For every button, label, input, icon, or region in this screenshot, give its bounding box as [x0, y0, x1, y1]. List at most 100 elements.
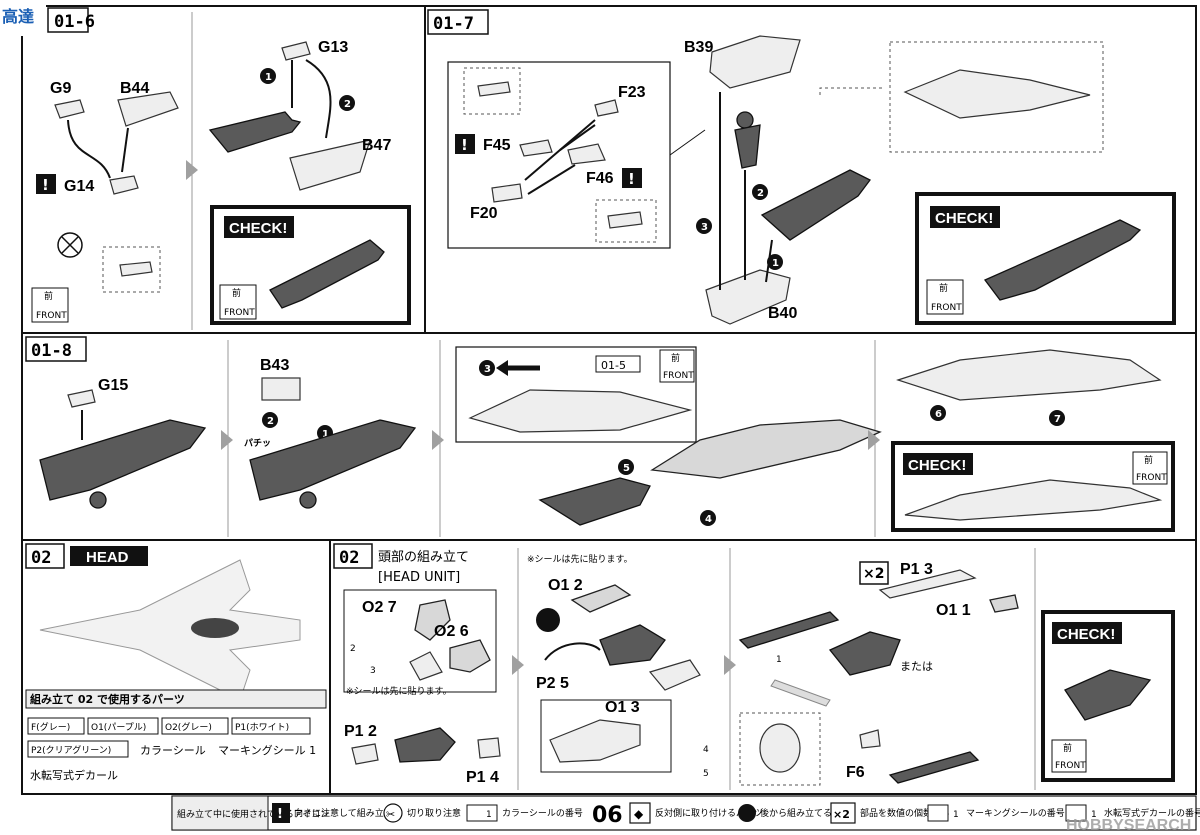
step-label-02: 02 — [25, 543, 65, 569]
detail-frame — [343, 589, 497, 693]
step-label-01-6: 01-6 — [47, 7, 95, 33]
part-head-assembly — [828, 631, 901, 676]
svg-text:!: ! — [628, 170, 635, 188]
part-f23 — [594, 99, 619, 117]
svg-text:2: 2 — [350, 644, 356, 654]
svg-text:×2: ×2 — [863, 566, 884, 582]
panel-01-6: G9 B44 ! G14 前 FRONT G13 1 2 B47 — [31, 39, 411, 325]
svg-text:HEAD: HEAD — [86, 549, 129, 566]
part-label-b39: B39 — [684, 39, 713, 56]
svg-text:02: 02 — [339, 548, 359, 568]
page-number: 06 — [592, 803, 623, 828]
front-indicator: 前 FRONT — [219, 284, 257, 320]
svg-text:3: 3 — [701, 222, 708, 233]
check-label: CHECK! — [1057, 626, 1115, 643]
step-chevron — [432, 430, 444, 450]
svg-text:1: 1 — [772, 258, 779, 269]
check-part — [983, 219, 1142, 301]
svg-text:前: 前 — [44, 290, 53, 302]
decal-label: 水転写式デカール — [30, 768, 118, 782]
detail-callout — [889, 41, 1104, 153]
part-fuselage — [650, 419, 882, 479]
part-b47 — [289, 139, 371, 191]
step-number-2 — [339, 95, 355, 111]
part-detail — [477, 81, 511, 97]
svg-text:5: 5 — [703, 769, 709, 779]
front-indicator: 前 FRONT — [926, 279, 964, 315]
part-b40 — [705, 269, 791, 325]
svg-text:O1(パープル): O1(パープル) — [91, 722, 146, 733]
svg-text:01-6: 01-6 — [54, 12, 95, 32]
part-label-o2-7: O2 7 — [362, 599, 397, 616]
legend-item-decal: 1 水転写式デカールの番号 — [1065, 804, 1200, 822]
part-detail-topview — [903, 69, 1091, 119]
svg-text:FRONT: FRONT — [1055, 761, 1086, 771]
svg-text:前: 前 — [1063, 742, 1072, 754]
icon-legend: 組み立て中に使用されているアイコン ! 向きに注意して組み立てる ✂ 切り取り注… — [171, 795, 1200, 831]
part-fuselage-upper — [896, 349, 1162, 401]
check-label: CHECK! — [935, 210, 993, 227]
svg-text:水転写式デカールの番号: 水転写式デカールの番号 — [1104, 807, 1200, 819]
step-label-02-head-unit: 02 頭部の組み立て [HEAD UNIT] — [333, 543, 469, 585]
step-number-6 — [930, 405, 946, 421]
svg-text:4: 4 — [705, 514, 712, 525]
part-b43 — [261, 377, 301, 401]
part-detail — [607, 211, 643, 229]
front-indicator: 前 FRONT — [659, 349, 695, 383]
part-p1-3 — [878, 569, 977, 599]
svg-text:7: 7 — [1054, 414, 1061, 425]
part-label-f20: F20 — [470, 205, 498, 222]
svg-text:O2(グレー): O2(グレー) — [165, 721, 212, 733]
part-label-f45: F45 — [483, 137, 511, 154]
svg-text:前: 前 — [232, 287, 241, 299]
check-part — [269, 239, 385, 309]
svg-text:マーキングシール 1: マーキングシール 1 — [218, 743, 316, 757]
assembly-arrow — [121, 127, 129, 173]
legend-item-build-later: 後から組み立てる — [738, 804, 832, 822]
part-assembly-grey — [249, 419, 417, 501]
check-label-bg — [903, 453, 973, 475]
detail-frame — [540, 699, 672, 773]
check-label: CHECK! — [908, 457, 966, 474]
svg-text:3: 3 — [484, 364, 491, 375]
part-nose-cone — [468, 389, 693, 433]
svg-text:P2(クリアグリーン): P2(クリアグリーン) — [31, 744, 111, 756]
part-p1-4 — [477, 737, 501, 759]
part-detail — [549, 719, 641, 763]
ref-step — [595, 355, 641, 373]
step-chevron — [512, 655, 524, 675]
svg-text:マーキングシールの番号: マーキングシールの番号 — [966, 807, 1065, 819]
detail-frame — [455, 346, 697, 443]
check-part — [904, 479, 1163, 521]
detail-callout — [463, 67, 521, 115]
step-chevron — [868, 430, 880, 450]
svg-text:×2: ×2 — [833, 808, 850, 821]
svg-text:✂: ✂ — [386, 808, 395, 821]
svg-text:5: 5 — [623, 463, 630, 474]
part-f45 — [519, 139, 553, 157]
svg-text:1: 1 — [486, 810, 492, 820]
detail-callout — [595, 199, 657, 243]
part-o2-6 — [449, 639, 491, 673]
part-label-b47: B47 — [362, 137, 391, 154]
svg-text:F(グレー): F(グレー) — [31, 721, 70, 733]
aircraft-topview — [39, 559, 301, 701]
panel-01-7: F23 ! F45 F46 ! F20 B39 2 3 1 B — [447, 35, 1176, 325]
part-label-p1-2: P1 2 — [344, 723, 377, 740]
part-o1-2 — [570, 584, 632, 613]
check-label-bg — [1052, 622, 1122, 644]
part-o1-1 — [989, 594, 1019, 613]
svg-text:FRONT: FRONT — [663, 371, 694, 381]
part-label-g15: G15 — [98, 377, 128, 394]
svg-text:1: 1 — [776, 655, 782, 665]
part-label-o1-1: O1 1 — [936, 602, 971, 619]
part-detail — [119, 261, 153, 277]
svg-text:頭部の組み立て: 頭部の組み立て — [378, 550, 469, 565]
step-chevron — [221, 430, 233, 450]
leader-line — [669, 129, 706, 156]
svg-text:FRONT: FRONT — [36, 311, 67, 321]
part-f46 — [567, 143, 606, 165]
assembly-arrow — [559, 124, 596, 151]
step-number-3 — [696, 218, 712, 234]
part-clear-visor — [770, 679, 831, 707]
